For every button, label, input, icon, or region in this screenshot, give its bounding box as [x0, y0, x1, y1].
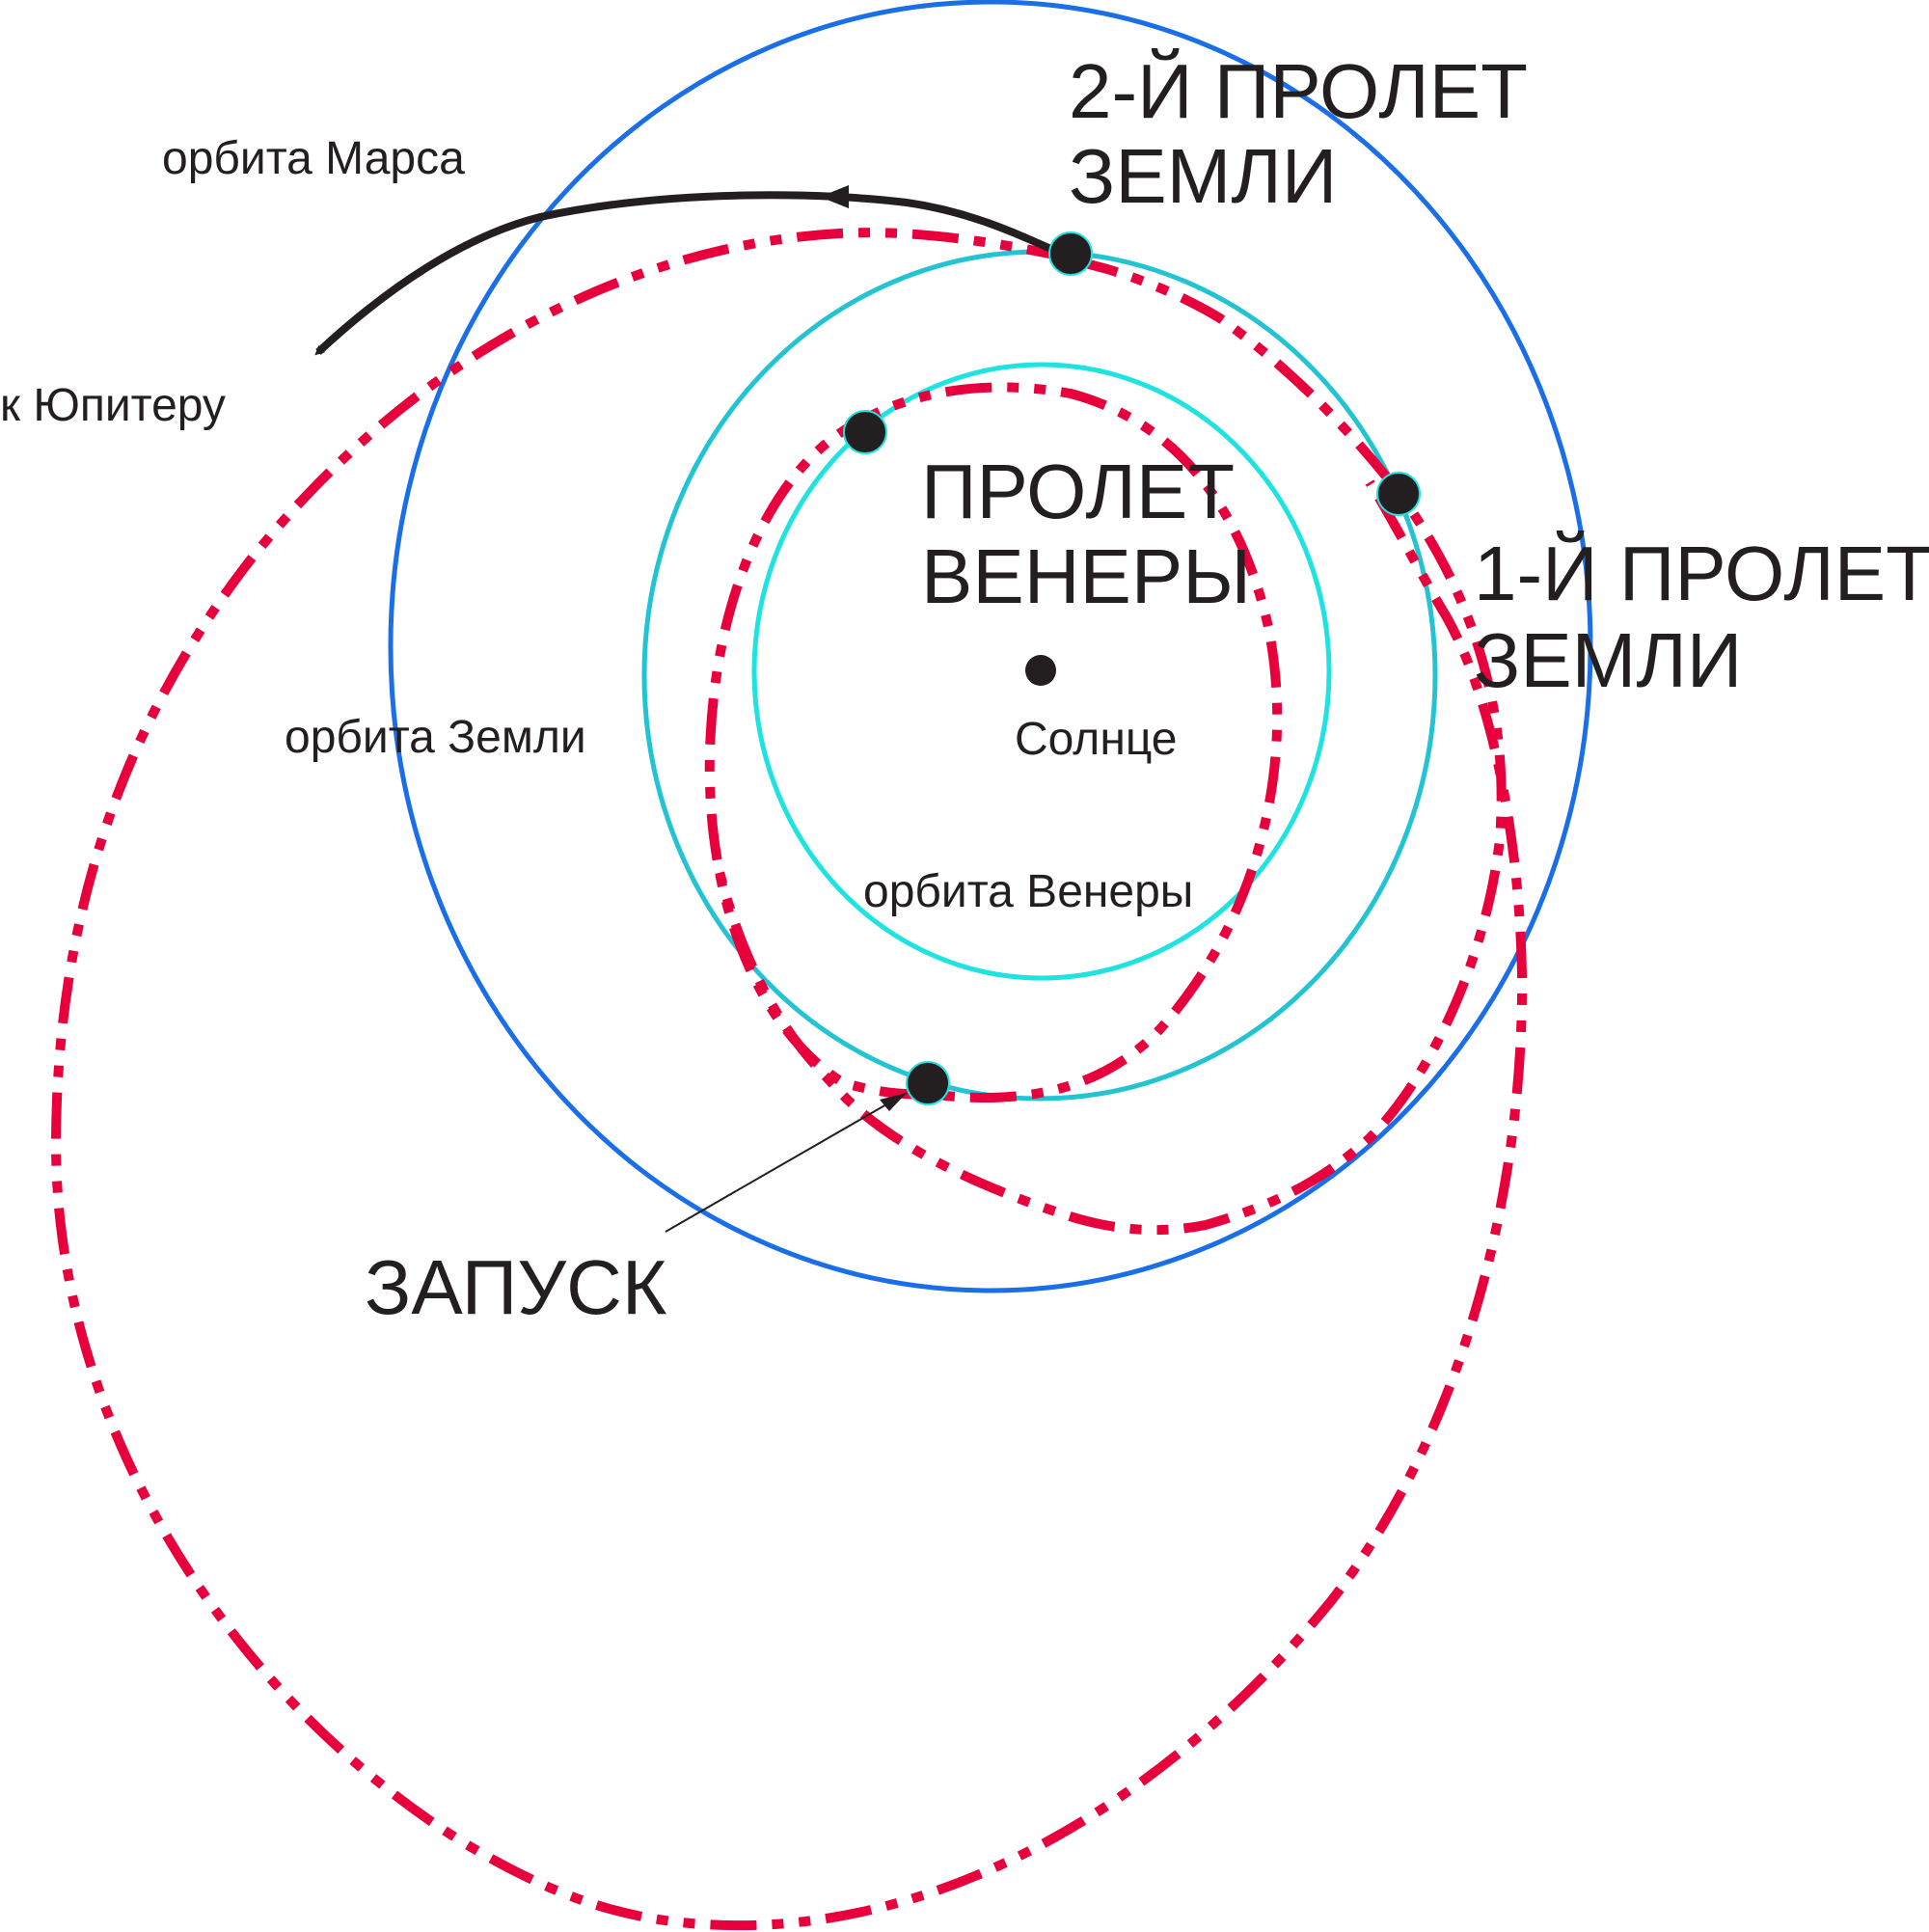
launch-pointer-line: [665, 1092, 908, 1233]
mars-orbit-label: орбита Марса: [162, 133, 465, 184]
trajectory-outer-loop: [50, 228, 1528, 1931]
second-earth-flyby-label-line2: ЗЕМЛИ: [1069, 133, 1337, 219]
first-earth-flyby-label-line2: ЗЕМЛИ: [1474, 617, 1742, 703]
key-points: [843, 231, 1421, 1105]
first-earth-flyby-point: [1376, 472, 1421, 516]
venus-flyby-label-line2: ВЕНЕРЫ: [921, 533, 1251, 619]
sun-label: Солнце: [1015, 714, 1177, 765]
venus-flyby-point: [843, 410, 887, 454]
trajectory-inner-loop: [704, 382, 1283, 1103]
first-earth-flyby-label-line1: 1-Й ПРОЛЕТ: [1474, 530, 1929, 616]
jupiter-departure-path: [314, 191, 1074, 356]
second-earth-flyby-label-line1: 2-Й ПРОЛЕТ: [1069, 47, 1528, 134]
venus-orbit-label: орбита Венеры: [863, 866, 1193, 917]
second-earth-flyby-point: [1048, 231, 1093, 276]
spacecraft-trajectory: [50, 228, 1528, 1931]
launch-pointer-arrow-icon: [880, 1093, 907, 1111]
launch-label: ЗАПУСК: [365, 1244, 667, 1330]
mars-orbit: [388, 0, 1593, 1293]
direction-arrow-icon: [820, 185, 849, 208]
to-jupiter-label: к Юпитеру: [0, 380, 226, 431]
venus-orbit: [751, 362, 1332, 981]
launch-point: [906, 1061, 950, 1105]
venus-flyby-label-line1: ПРОЛЕТ: [921, 449, 1235, 534]
sun-point: [1025, 655, 1056, 686]
earth-orbit-label: орбита Земли: [285, 712, 586, 763]
trajectory-second-loop: [714, 256, 1507, 1236]
